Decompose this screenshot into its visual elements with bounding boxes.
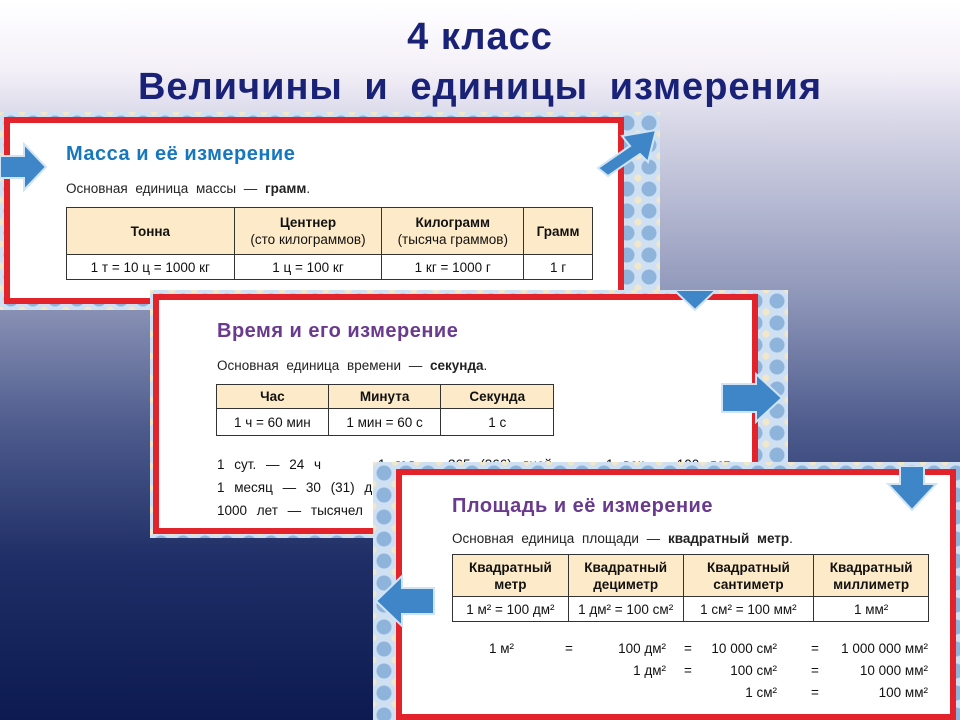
table-cell: 1 т = 10 ц = 1000 кг bbox=[66, 254, 235, 280]
table-cell: 1 мм² bbox=[813, 596, 929, 622]
time-fact-millennium: 1000 лет — тысячел bbox=[217, 503, 363, 518]
arrow-down-icon[interactable] bbox=[670, 290, 720, 312]
mass-header-tonne: Тонна bbox=[66, 207, 235, 255]
area-equation-row: 1 дм² = 100 см² = 10 000 мм² bbox=[402, 663, 942, 681]
eq-term: 100 мм² bbox=[878, 685, 928, 700]
table-row: 1 м² = 100 дм² 1 дм² = 100 см² 1 см² = 1… bbox=[452, 596, 929, 622]
table-cell: 1 см² = 100 мм² bbox=[682, 596, 815, 622]
time-fact-day: 1 сут. — 24 ч bbox=[217, 457, 321, 472]
eq-term: 10 000 мм² bbox=[859, 663, 928, 678]
area-base-unit: квадратный метр bbox=[667, 531, 790, 546]
mass-header-kilogram: Килограмм(тысяча граммов) bbox=[381, 207, 525, 255]
eq-term: 100 дм² bbox=[618, 641, 666, 656]
arrow-right-icon[interactable] bbox=[0, 142, 50, 192]
time-table: Час Минута Секунда 1 ч = 60 мин 1 мин = … bbox=[216, 384, 554, 436]
slide-title-topic: Величины и единицы измерения bbox=[137, 66, 823, 108]
mass-card: Масса и её измерение Основная единица ма… bbox=[4, 117, 624, 304]
time-header-minute: Минута bbox=[327, 384, 442, 409]
mass-table: Тонна Центнер(сто килограммов) Килограмм… bbox=[66, 207, 593, 280]
eq-term: 10 000 см² bbox=[711, 641, 777, 656]
eq-sign: = bbox=[684, 663, 692, 678]
eq-term: 1 м² bbox=[488, 641, 514, 656]
table-cell: 1 г bbox=[523, 254, 593, 280]
table-cell: 1 кг = 1000 г bbox=[381, 254, 525, 280]
table-cell: 1 дм² = 100 см² bbox=[567, 596, 684, 622]
eq-sign: = bbox=[684, 641, 692, 656]
time-header-second: Секунда bbox=[440, 384, 554, 409]
mass-header-gram: Грамм bbox=[523, 207, 593, 255]
mass-base-unit: грамм bbox=[265, 181, 307, 196]
arrow-right-icon[interactable] bbox=[720, 372, 784, 424]
table-cell: 1 с bbox=[440, 408, 554, 436]
area-title: Площадь и её измерение bbox=[452, 495, 713, 517]
eq-sign: = bbox=[565, 641, 573, 656]
time-base-unit: секунда bbox=[430, 358, 484, 373]
area-card: Площадь и её измерение Основная единица … bbox=[396, 469, 956, 720]
mass-header-centner: Центнер(сто килограммов) bbox=[233, 207, 383, 255]
table-cell: 1 ц = 100 кг bbox=[233, 254, 383, 280]
eq-term: 1 дм² bbox=[633, 663, 666, 678]
area-subtitle: Основная единица площади — квадратный ме… bbox=[452, 531, 793, 546]
eq-sign: = bbox=[811, 641, 819, 656]
arrow-up-right-icon[interactable] bbox=[592, 126, 662, 184]
table-row: 1 т = 10 ц = 1000 кг 1 ц = 100 кг 1 кг =… bbox=[66, 254, 593, 280]
mass-title: Масса и её измерение bbox=[66, 143, 296, 165]
eq-sign: = bbox=[811, 663, 819, 678]
mass-subtitle: Основная единица массы — грамм. bbox=[66, 181, 311, 196]
table-row: 1 ч = 60 мин 1 мин = 60 с 1 с bbox=[216, 408, 554, 436]
area-equation-row: 1 м² = 100 дм² = 10 000 см² = 1 000 000 … bbox=[402, 641, 942, 659]
table-cell: 1 м² = 100 дм² bbox=[452, 596, 569, 622]
time-subtitle: Основная единица времени — секунда. bbox=[217, 358, 488, 373]
eq-term: 1 см² bbox=[745, 685, 777, 700]
table-cell: 1 ч = 60 мин bbox=[216, 408, 329, 436]
time-header-hour: Час bbox=[216, 384, 329, 409]
time-fact-month: 1 месяц — 30 (31) д bbox=[217, 480, 373, 495]
eq-term: 100 см² bbox=[730, 663, 777, 678]
table-cell: 1 мин = 60 с bbox=[327, 408, 442, 436]
time-title: Время и его измерение bbox=[217, 320, 459, 342]
arrow-down-icon[interactable] bbox=[886, 466, 938, 512]
eq-sign: = bbox=[811, 685, 819, 700]
slide-title-grade: 4 класс bbox=[407, 16, 553, 58]
arrow-left-icon[interactable] bbox=[374, 574, 436, 628]
eq-term: 1 000 000 мм² bbox=[841, 641, 928, 656]
area-equation-row: 1 см² = 100 мм² bbox=[402, 685, 942, 703]
